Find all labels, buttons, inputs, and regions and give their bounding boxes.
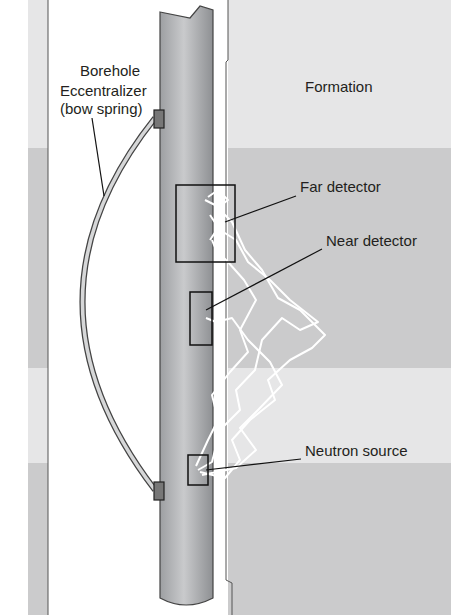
eccentralizer-label: Eccentralizer (bow spring): [60, 82, 164, 118]
logging-tool: [160, 6, 213, 605]
borehole-label: Borehole: [80, 62, 140, 80]
near-detector: [190, 292, 212, 345]
neutron-source-label: Neutron source: [305, 442, 408, 460]
formation-band: [228, 0, 451, 148]
bow-spring: [83, 118, 156, 490]
borehole-wall: [226, 0, 232, 615]
neutron-paths: [196, 190, 325, 478]
leader-lines: [92, 118, 322, 470]
formation-band: [228, 368, 451, 463]
far-detector-label: Far detector: [300, 178, 381, 196]
neutron-source: [188, 455, 208, 485]
formation-band: [228, 148, 451, 368]
wall-band: [28, 0, 48, 148]
spring-clamp: [154, 110, 164, 128]
spring-clamp: [154, 482, 164, 500]
formation-band: [228, 463, 451, 615]
far-detector: [176, 185, 235, 262]
wall-band: [28, 463, 48, 615]
wall-band: [28, 148, 48, 368]
borehole-wall: [48, 0, 49, 615]
wall-band: [28, 368, 48, 463]
near-detector-label: Near detector: [326, 232, 417, 250]
formation-label: Formation: [305, 78, 373, 96]
bow-spring: [83, 118, 156, 490]
